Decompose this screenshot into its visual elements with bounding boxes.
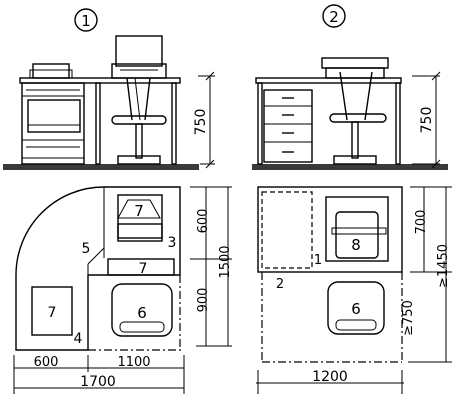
svg-text:≥1450: ≥1450 — [436, 244, 451, 288]
keyboard-tray: 7 — [107, 258, 175, 277]
svg-text:7: 7 — [48, 305, 57, 321]
table-item-left: 7 4 — [31, 286, 83, 347]
desk-outline-right — [257, 186, 403, 273]
floor-left — [3, 164, 199, 170]
monitor-right — [321, 57, 389, 69]
svg-text:3: 3 — [168, 235, 177, 251]
pedestal-left — [21, 82, 85, 165]
svg-text:1500: 1500 — [218, 245, 233, 278]
floor-right — [252, 164, 448, 170]
printer-left — [32, 63, 70, 79]
svg-text:1: 1 — [314, 253, 322, 268]
svg-text:750: 750 — [193, 109, 209, 136]
chair-6-right: 6 — [327, 281, 385, 335]
svg-text:4: 4 — [74, 331, 83, 347]
svg-text:7: 7 — [139, 261, 148, 277]
svg-text:600: 600 — [34, 355, 59, 370]
corner-mark-5: 5 — [82, 241, 91, 257]
svg-text:900: 900 — [196, 288, 211, 313]
drawer-unit-right — [263, 89, 313, 163]
svg-text:6: 6 — [137, 304, 147, 322]
svg-text:6: 6 — [351, 300, 361, 318]
monitor-left — [115, 35, 163, 67]
svg-text:1: 1 — [81, 12, 91, 30]
chair-right — [339, 71, 348, 121]
svg-text:1700: 1700 — [80, 374, 116, 390]
desk-top-right — [255, 77, 402, 84]
drawer-area-1: 1 — [261, 191, 322, 269]
svg-text:8: 8 — [351, 236, 361, 254]
elevation-right: 750 — [252, 57, 448, 170]
svg-text:≥750: ≥750 — [401, 300, 416, 336]
panel-number-left: 1 — [74, 8, 98, 32]
svg-text:700: 700 — [414, 210, 429, 235]
desk-top-left — [19, 77, 181, 84]
svg-text:750: 750 — [419, 107, 435, 134]
monitor-8: 8 — [325, 196, 389, 262]
panel-number-right: 2 — [322, 4, 346, 28]
l-desk-outline — [15, 186, 181, 351]
svg-text:1100: 1100 — [117, 355, 150, 370]
zone-mark-2: 2 — [276, 277, 284, 292]
svg-text:2: 2 — [329, 8, 339, 26]
elevation-left: 750 — [3, 35, 215, 170]
chair-6-left: 6 — [111, 283, 173, 337]
chair-left — [126, 77, 133, 121]
plan-right: 1 8 2 6 700 ≥1450 ≥750 1200 — [256, 186, 452, 394]
svg-text:1200: 1200 — [312, 369, 348, 385]
cabinet-3: 7 3 — [117, 194, 177, 251]
svg-text:7: 7 — [134, 202, 144, 220]
svg-text:600: 600 — [196, 209, 211, 234]
plan-left: 7 3 5 7 7 4 6 600 900 15 — [13, 186, 233, 394]
